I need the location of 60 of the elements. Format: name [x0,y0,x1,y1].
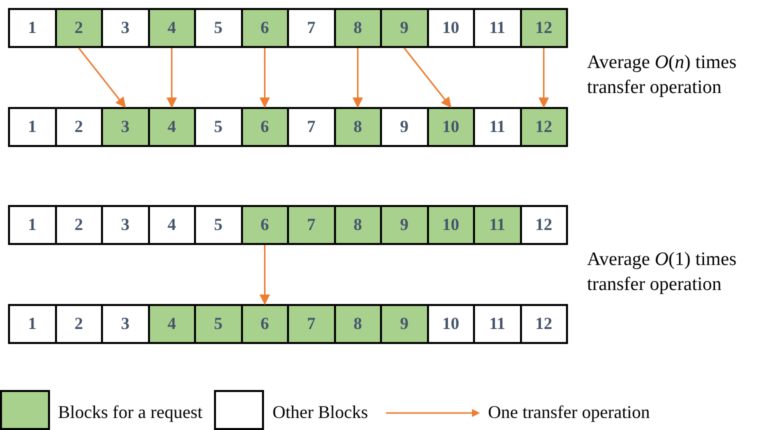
complexity-note: Average O(1) times transfer operation [587,248,738,297]
block-cell: 11 [473,107,522,147]
block-cell: 4 [148,205,196,245]
block-cell: 1 [8,304,56,344]
block-cell: 9 [380,8,428,48]
block-cell: 5 [194,8,242,48]
block-cell: 4 [148,8,196,48]
block-cell: 9 [380,304,428,344]
arrow [166,48,177,108]
block-cell: 8 [334,8,382,48]
arrow [352,48,363,108]
arrow [404,48,452,108]
block-cell: 4 [148,107,196,147]
block-cell: 1 [8,107,56,147]
legend-text: Blocks for a request [58,401,202,424]
block-cell: 10 [426,304,475,344]
block-cell: 5 [194,205,242,245]
legend-text: Other Blocks [272,401,368,424]
arrow [538,48,549,108]
block-cell: 8 [334,205,382,245]
complexity-note: Average O(n) times transfer operation [587,51,738,100]
block-cell: 10 [426,107,475,147]
block-cell: 6 [240,107,289,147]
block-cell: 12 [520,8,568,48]
block-cell: 2 [54,107,103,147]
arrow [260,48,270,108]
block-cell: 12 [520,304,568,344]
block-cell: 11 [473,304,522,344]
block-cell: 7 [287,304,336,344]
block-cell: 3 [101,8,150,48]
block-cell: 6 [240,205,289,245]
block-cell: 12 [520,107,568,147]
block-cell: 4 [148,304,196,344]
block-cell: 6 [240,8,289,48]
block-cell: 1 [8,205,56,245]
block-cell: 11 [473,8,522,48]
block-cell: 9 [380,107,428,147]
block-cell: 11 [473,205,522,245]
block-cell: 7 [287,205,336,245]
arrow [260,245,270,306]
block-cell: 6 [240,304,289,344]
block-cell: 7 [287,107,336,147]
block-cell: 10 [426,205,475,245]
block-cell: 2 [54,205,103,245]
block-cell: 3 [101,205,150,245]
block-cell: 3 [101,304,150,344]
block-cell: 3 [101,107,150,147]
block-cell: 12 [520,205,568,245]
arrow [78,48,126,108]
block-cell: 10 [426,8,475,48]
block-cell: 5 [194,107,242,147]
block-cell: 2 [54,304,103,344]
block-cell: 2 [54,8,103,48]
block-cell: 9 [380,205,428,245]
block-cell: 7 [287,8,336,48]
block-cell: 8 [334,107,382,147]
block-cell: 8 [334,304,382,344]
block-cell: 1 [8,8,56,48]
legend-text: One transfer operation [488,401,650,424]
block-cell: 5 [194,304,242,344]
